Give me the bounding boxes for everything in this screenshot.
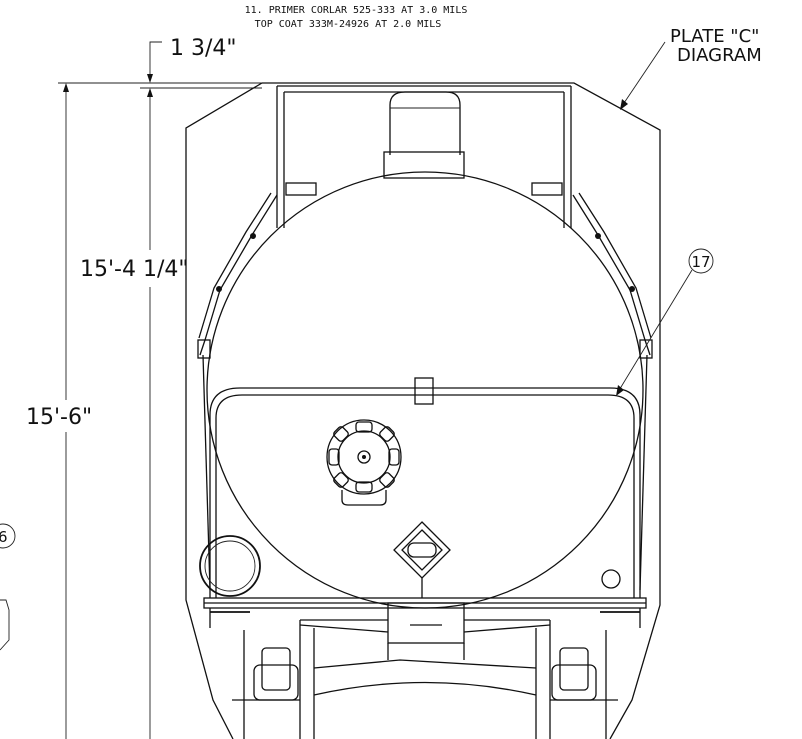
callout-17-label: 17 [691, 253, 710, 271]
truck-left [232, 630, 300, 739]
truck-right [550, 630, 618, 739]
plate-c-leader [621, 41, 666, 107]
center-sill [299, 602, 551, 739]
head-shield-frame [209, 377, 641, 598]
plate-outline-right [262, 82, 661, 739]
bottom-left-round [199, 535, 261, 597]
top-platform [276, 85, 572, 228]
manway-dome [383, 91, 465, 179]
adjacent-part [0, 599, 10, 651]
plate-c-label-2: DIAGRAM [677, 45, 762, 66]
callout-17-leader [617, 269, 693, 393]
bottom-right-hole [601, 569, 621, 589]
dim-height-inner: 15'-4 1/4" [80, 257, 189, 282]
plate-outline-left [185, 82, 263, 739]
callout-6-label: 6 [0, 528, 8, 546]
primer-note: 11. PRIMER CORLAR 525-333 AT 3.0 MILS [245, 5, 468, 16]
dim-height-overall: 15'-6" [26, 405, 92, 430]
callout-17-circle [688, 248, 714, 274]
dim-top-offset: 1 3/4" [170, 36, 237, 61]
side-rail-left [202, 354, 211, 591]
handrail-right [572, 192, 653, 359]
side-rail-right [639, 354, 648, 591]
handrail-left [197, 192, 278, 359]
placard-holder [393, 521, 451, 598]
outlet-valve-wheel [326, 419, 402, 506]
callout-6-circle [0, 523, 16, 549]
dimension-lines [58, 41, 262, 739]
plate-c-label: PLATE "C" [670, 26, 759, 47]
topcoat-note: TOP COAT 333M-24926 AT 2.0 MILS [255, 19, 442, 30]
